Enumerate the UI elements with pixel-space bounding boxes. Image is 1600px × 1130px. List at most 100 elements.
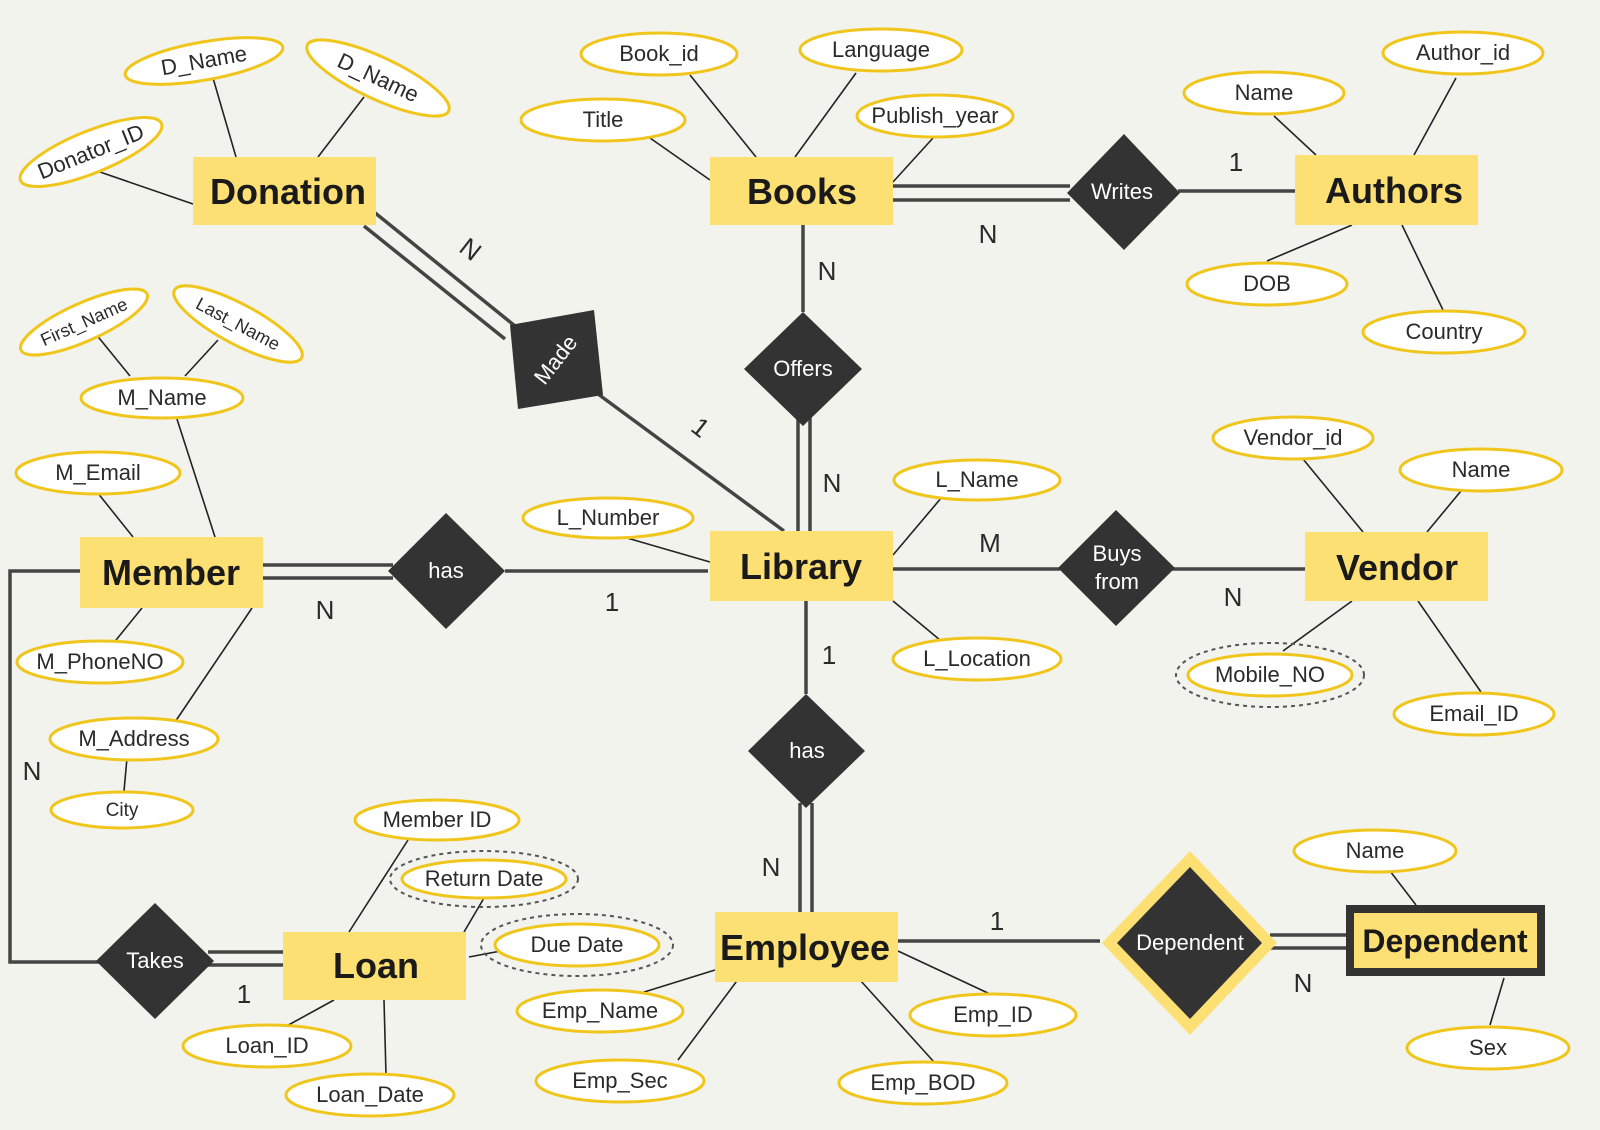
attribute-vendor-email-id[interactable]: Email_ID (1392, 691, 1556, 737)
attribute-member-m-email[interactable]: M_Email (14, 450, 182, 496)
cardinality-has-employee: N (762, 852, 781, 882)
svg-text:Emp_Name: Emp_Name (542, 998, 658, 1023)
attribute-loan-return-date[interactable]: Return Date (389, 850, 579, 908)
svg-text:Name: Name (1235, 80, 1294, 105)
svg-text:DOB: DOB (1243, 271, 1291, 296)
attribute-library-l-location[interactable]: L_Location (891, 636, 1063, 682)
attribute-books-title[interactable]: Title (519, 97, 687, 143)
attribute-loan-loan-id[interactable]: Loan_ID (181, 1023, 353, 1069)
relationship-employee-has[interactable]: has (748, 694, 865, 808)
attribute-member-m-name[interactable]: M_Name (79, 376, 245, 420)
svg-text:Email_ID: Email_ID (1429, 701, 1518, 726)
relationship-dependent[interactable]: Dependent (1102, 851, 1277, 1035)
cardinality-library-has: 1 (822, 640, 836, 670)
svg-text:Library: Library (740, 546, 862, 587)
entity-member[interactable]: Member (80, 537, 263, 608)
svg-text:Publish_year: Publish_year (871, 103, 998, 128)
svg-text:Vendor: Vendor (1336, 547, 1458, 588)
entity-library[interactable]: Library (710, 531, 893, 601)
svg-text:Country: Country (1405, 319, 1482, 344)
attribute-vendor-name[interactable]: Name (1398, 447, 1564, 493)
connectors (8, 72, 1505, 1076)
attribute-authors-country[interactable]: Country (1361, 309, 1527, 355)
attribute-employee-emp-id[interactable]: Emp_ID (908, 992, 1078, 1038)
relationships: Writes Made Offers has Buys from has Tak… (96, 134, 1277, 1035)
svg-text:Dependent: Dependent (1362, 923, 1528, 959)
attribute-books-language[interactable]: Language (798, 27, 964, 73)
svg-text:Donation: Donation (210, 171, 366, 212)
svg-text:Takes: Takes (126, 948, 183, 973)
svg-text:from: from (1095, 569, 1139, 594)
svg-text:Vendor_id: Vendor_id (1243, 425, 1342, 450)
attribute-authors-author-id[interactable]: Author_id (1381, 30, 1545, 76)
relationship-offers[interactable]: Offers (744, 312, 862, 426)
svg-text:Book_id: Book_id (619, 41, 699, 66)
attribute-loan-loan-date[interactable]: Loan_Date (284, 1072, 456, 1118)
svg-text:Sex: Sex (1469, 1035, 1507, 1060)
svg-text:Emp_BOD: Emp_BOD (870, 1070, 975, 1095)
cardinality-takes-loan: 1 (237, 979, 251, 1009)
attribute-loan-due-date[interactable]: Due Date (480, 913, 674, 977)
svg-text:L_Name: L_Name (935, 467, 1018, 492)
svg-text:Loan_Date: Loan_Date (316, 1082, 424, 1107)
entity-vendor[interactable]: Vendor (1305, 532, 1488, 601)
relationship-writes[interactable]: Writes (1067, 134, 1180, 250)
entities: Donation Books Authors Member Library Ve… (80, 155, 1545, 1000)
attribute-member-city[interactable]: City (49, 790, 195, 830)
attribute-books-publish-year[interactable]: Publish_year (855, 93, 1015, 139)
svg-text:Employee: Employee (720, 927, 890, 968)
entity-loan[interactable]: Loan (283, 932, 466, 1000)
cardinality-offers-library: N (823, 468, 842, 498)
cardinality-employee-dependent: 1 (990, 906, 1004, 936)
attribute-vendor-mobile-no[interactable]: Mobile_NO (1175, 642, 1365, 708)
svg-text:has: has (789, 738, 824, 763)
entity-employee[interactable]: Employee (715, 912, 898, 982)
cardinality-donation-made: N (454, 232, 487, 267)
entity-books[interactable]: Books (710, 157, 893, 225)
svg-text:Offers: Offers (773, 356, 833, 381)
relationship-made[interactable]: Made (510, 310, 603, 409)
svg-text:M_PhoneNO: M_PhoneNO (36, 649, 163, 674)
attribute-donation-d-name-2[interactable]: D_Name (298, 26, 457, 130)
attribute-dependent-name[interactable]: Name (1292, 828, 1458, 874)
svg-text:Member ID: Member ID (383, 807, 492, 832)
entity-donation[interactable]: Donation (193, 157, 376, 225)
relationship-takes[interactable]: Takes (96, 903, 214, 1019)
attribute-authors-dob[interactable]: DOB (1185, 261, 1349, 307)
attribute-member-m-phoneno[interactable]: M_PhoneNO (15, 639, 185, 685)
svg-text:Name: Name (1452, 457, 1511, 482)
svg-text:Buys: Buys (1093, 541, 1142, 566)
attribute-employee-emp-name[interactable]: Emp_Name (515, 988, 685, 1034)
svg-text:Author_id: Author_id (1416, 40, 1510, 65)
cardinality-writes-authors: 1 (1229, 147, 1243, 177)
svg-text:Due Date: Due Date (531, 932, 624, 957)
attribute-donation-donator-id[interactable]: Donator_ID (13, 104, 170, 200)
attribute-donation-d-name-1[interactable]: D_Name (122, 28, 286, 93)
attribute-library-l-number[interactable]: L_Number (521, 496, 695, 540)
cardinality-member-takes: N (23, 756, 42, 786)
attribute-member-first-name[interactable]: First_Name (13, 277, 155, 368)
entity-dependent[interactable]: Dependent (1346, 905, 1545, 976)
attribute-employee-emp-bod[interactable]: Emp_BOD (837, 1060, 1009, 1106)
attribute-member-m-address[interactable]: M_Address (48, 716, 220, 762)
svg-text:Dependent: Dependent (1136, 930, 1244, 955)
svg-text:Loan_ID: Loan_ID (225, 1033, 308, 1058)
svg-text:has: has (428, 558, 463, 583)
attribute-library-l-name[interactable]: L_Name (892, 458, 1062, 502)
cardinality-library-buys: M (979, 528, 1001, 558)
svg-text:Mobile_NO: Mobile_NO (1215, 662, 1325, 687)
attribute-authors-name[interactable]: Name (1182, 70, 1346, 116)
attribute-member-last-name[interactable]: Last_Name (165, 273, 311, 376)
relationship-buys-from[interactable]: Buys from (1058, 510, 1175, 626)
attribute-dependent-sex[interactable]: Sex (1405, 1025, 1571, 1071)
svg-text:Authors: Authors (1325, 170, 1463, 211)
svg-text:City: City (106, 800, 139, 821)
attribute-vendor-vendor-id[interactable]: Vendor_id (1211, 415, 1375, 461)
entity-authors[interactable]: Authors (1295, 155, 1478, 225)
attribute-books-book-id[interactable]: Book_id (579, 31, 739, 77)
cardinalities: N 1 N 1 N N N 1 M N 1 N N 1 1 N (23, 147, 1313, 1009)
relationship-member-has[interactable]: has (388, 513, 505, 629)
attribute-employee-emp-sec[interactable]: Emp_Sec (534, 1058, 706, 1104)
attribute-loan-member-id[interactable]: Member ID (353, 798, 521, 842)
